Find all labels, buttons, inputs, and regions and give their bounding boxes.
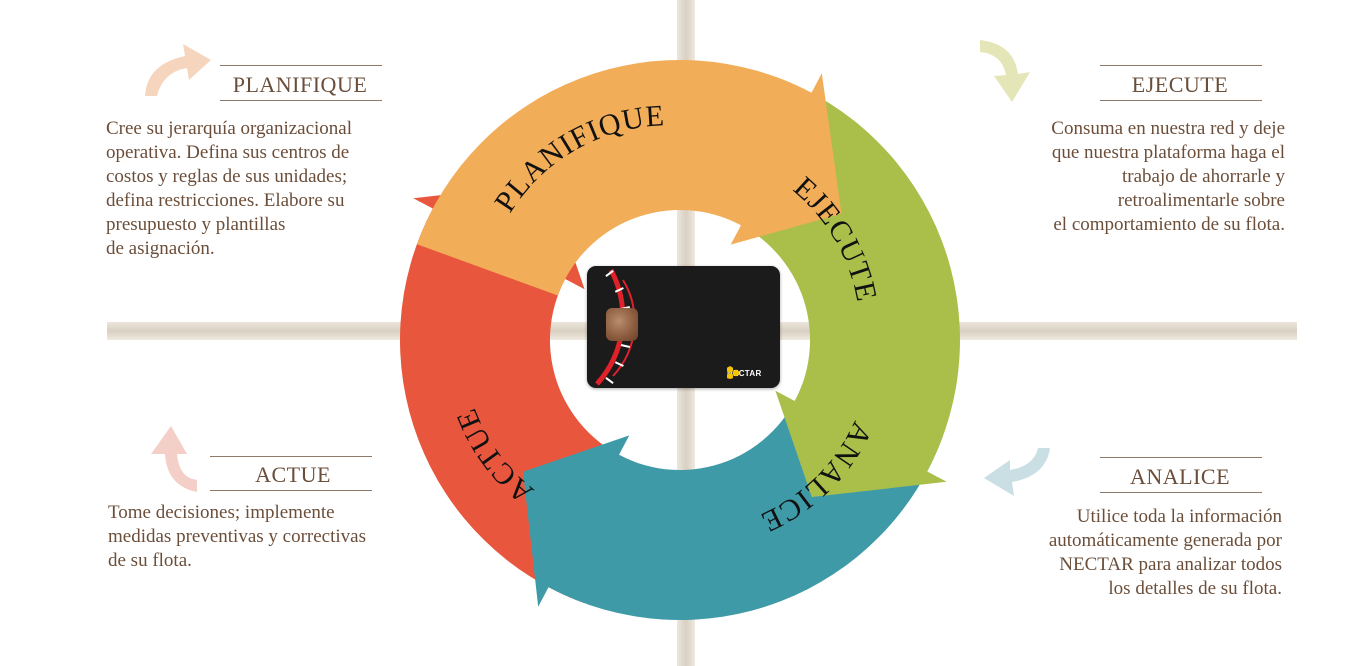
panel-body-analice: Utilice toda la información automáticame… [1048, 506, 1282, 599]
fuel-card-image: NECTAR [587, 266, 780, 388]
gauge-tick [605, 377, 614, 384]
panel-rule-top [210, 456, 372, 457]
panel-rule-bottom [1100, 492, 1262, 493]
honeycomb-logo-icon [727, 366, 739, 379]
panel-rule-bottom [220, 100, 382, 101]
panel-rule-bottom [210, 490, 372, 491]
gauge-tick [614, 361, 624, 367]
card-brand-name: NECTAR [727, 368, 762, 378]
panel-rule-top [1100, 457, 1262, 458]
panel-body-ejecute: Consuma en nuestra red y deje que nuestr… [1051, 118, 1285, 235]
curved-arrow-icon [984, 448, 1050, 496]
card-brand: NECTAR [727, 366, 762, 380]
panel-title-planifique: PLANIFIQUE [232, 72, 368, 97]
card-chip [606, 308, 638, 341]
gauge-tick [605, 270, 614, 277]
panel-title-analice: ANALICE [1129, 464, 1231, 489]
panel-rule-top [1100, 65, 1262, 66]
panel-rule-bottom [1100, 100, 1262, 101]
panel-body-actue: Tome decisiones; implemente medidas prev… [108, 502, 366, 571]
curved-arrow-icon [980, 40, 1030, 102]
panel-body-planifique: Cree su jerarquía organizacional operati… [106, 118, 353, 259]
panel-title-actue: ACTUE [255, 462, 331, 487]
cycle-arrow-planifique [416, 60, 842, 296]
curved-arrow-icon [145, 44, 211, 96]
curved-arrow-icon [151, 426, 197, 492]
panel-rule-top [220, 65, 382, 66]
gauge-tick [620, 344, 631, 348]
panel-title-ejecute: EJECUTE [1131, 72, 1229, 97]
gauge-tick [614, 287, 624, 293]
